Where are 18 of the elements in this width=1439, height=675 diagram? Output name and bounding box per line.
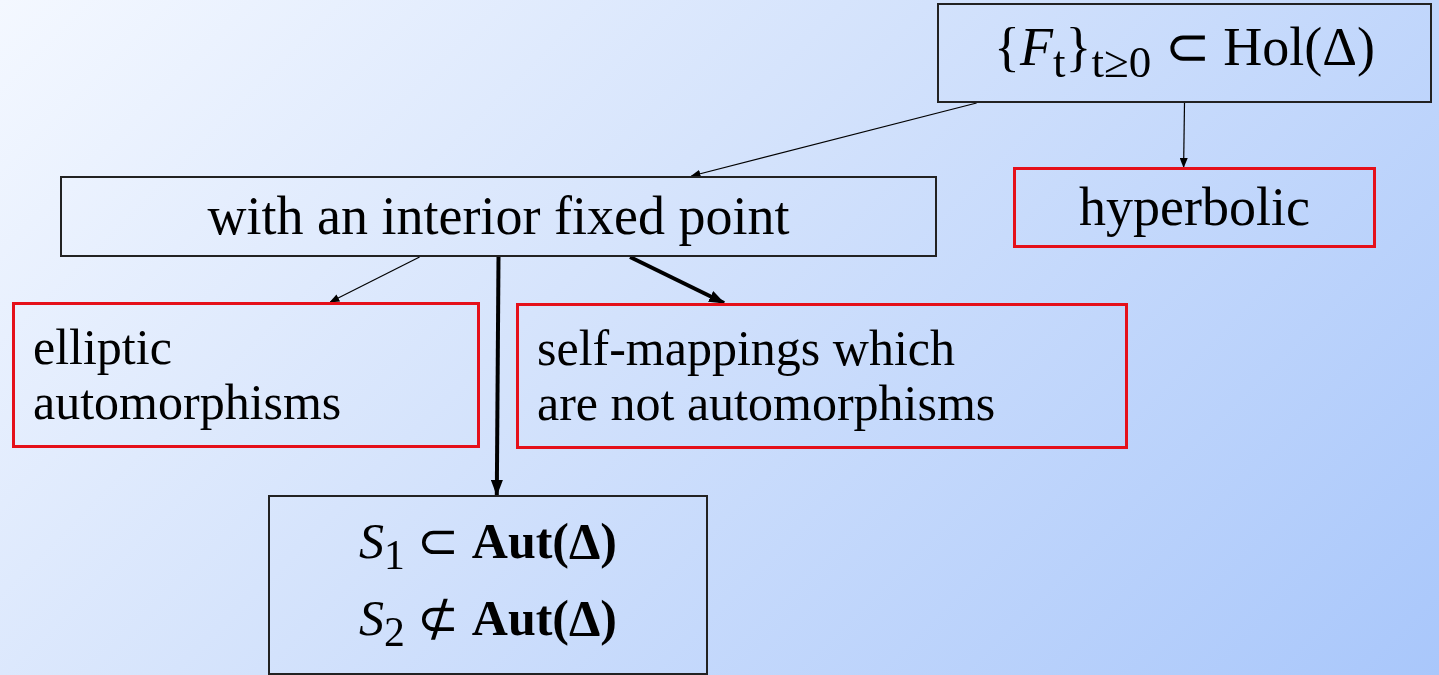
arrow — [629, 255, 725, 305]
category-box — [1013, 167, 1376, 248]
category-box — [516, 303, 1128, 449]
node-label: elliptic automorphisms — [33, 320, 343, 430]
formula-box — [937, 3, 1432, 103]
arrow — [690, 102, 978, 178]
node-label: hyperbolic — [1079, 177, 1310, 238]
node-label: self-mappings which are not automorphisms — [537, 321, 997, 431]
node-label: with an interior fixed point — [207, 186, 790, 247]
category-box — [12, 302, 480, 448]
arrow — [329, 256, 421, 303]
formula: S$_{2}$ ⊄ Aut(Δ) — [358, 591, 617, 656]
node-label: {F$_{t}$}$_{t≥0}$ ⊂ Hol(Δ) — [994, 18, 1375, 88]
process-box — [60, 176, 937, 257]
formula: S$_{1}$ ⊂ Aut(Δ) — [358, 514, 617, 579]
formula-box — [268, 495, 708, 675]
arrow — [490, 257, 503, 496]
arrow — [1179, 102, 1188, 168]
